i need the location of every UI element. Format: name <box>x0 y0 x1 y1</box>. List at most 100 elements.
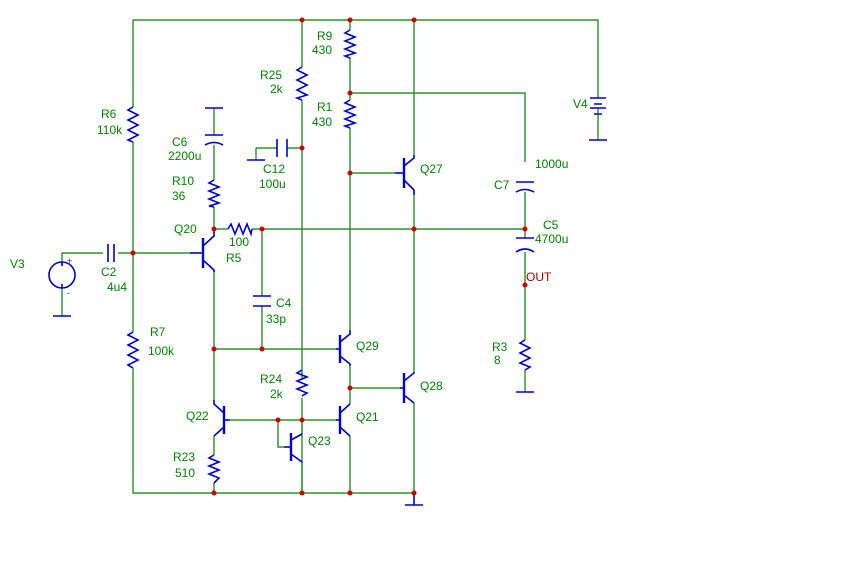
junction-dot <box>522 282 528 288</box>
label-r24-ref: R24 <box>260 372 282 386</box>
label-r24-value: 2k <box>270 387 284 401</box>
label-c6-ref: C6 <box>172 135 188 149</box>
label-v3-ref: V3 <box>10 257 25 271</box>
transistor-q29[interactable] <box>336 330 351 366</box>
resistor-r5[interactable] <box>227 221 253 237</box>
label-r1-ref: R1 <box>317 100 333 114</box>
label-c12-ref: C12 <box>263 162 285 176</box>
label-r6-ref: R6 <box>101 107 117 121</box>
junction-dot <box>275 417 281 423</box>
label-r3-value: 8 <box>494 353 501 367</box>
voltage-source-v3[interactable]: + - <box>48 256 76 298</box>
wire-input <box>61 252 190 262</box>
label-c5-ref: C5 <box>543 218 559 232</box>
ground-symbols <box>53 107 607 506</box>
capacitor-c6[interactable] <box>204 134 224 146</box>
junction-dot <box>411 17 417 23</box>
wire-c7-top <box>350 92 526 162</box>
label-c12-value: 100u <box>259 177 286 191</box>
label-r7-value: 100k <box>148 344 175 358</box>
label-v4-ref: V4 <box>573 97 588 111</box>
label-q28-ref: Q28 <box>420 379 443 393</box>
transistor-q28[interactable] <box>400 372 415 404</box>
junction-dot <box>299 490 305 496</box>
transistors <box>190 155 415 463</box>
capacitor-c4[interactable] <box>253 295 271 307</box>
wire-q23-base <box>277 420 284 448</box>
resistor-r25[interactable] <box>294 66 310 101</box>
junction-dot <box>299 145 305 151</box>
label-q22-ref: Q22 <box>186 409 209 423</box>
label-c6-value: 2200u <box>168 149 201 163</box>
resistor-r1[interactable] <box>342 99 358 129</box>
label-r3-ref: R3 <box>492 340 508 354</box>
label-r1-value: 430 <box>312 115 332 129</box>
junction-dot <box>411 490 417 496</box>
capacitor-c12[interactable] <box>276 139 288 157</box>
voltage-source-v4[interactable] <box>590 97 606 115</box>
resistor-r3[interactable] <box>518 339 532 371</box>
resistor-r23[interactable] <box>206 454 222 484</box>
label-r10-ref: R10 <box>172 174 194 188</box>
junction-dot <box>411 226 417 232</box>
resistor-r7[interactable] <box>126 331 140 369</box>
junction-dot <box>211 490 217 496</box>
junction-dot <box>347 90 353 96</box>
label-r23-value: 510 <box>175 466 195 480</box>
minus-sign: - <box>67 288 70 298</box>
junction-dot <box>299 417 305 423</box>
plus-sign: + <box>67 256 72 266</box>
resistor-r24[interactable] <box>294 369 310 397</box>
label-q23-ref: Q23 <box>308 434 331 448</box>
wires <box>61 19 599 494</box>
label-r5-value: 100 <box>229 235 249 249</box>
label-q27-ref: Q27 <box>420 162 443 176</box>
capacitors <box>107 134 535 307</box>
transistor-q23[interactable] <box>284 433 303 463</box>
net-label-out: OUT <box>526 270 552 284</box>
wire-top-rail <box>133 19 599 98</box>
wire-left-rail <box>132 20 415 494</box>
wire-q28-base <box>349 366 400 389</box>
label-q20-ref: Q20 <box>174 222 197 236</box>
label-r9-ref: R9 <box>317 29 333 43</box>
transistor-q22[interactable] <box>213 400 230 437</box>
label-r9-value: 430 <box>312 43 332 57</box>
junction-dot <box>522 226 528 232</box>
label-q29-ref: Q29 <box>356 339 379 353</box>
transistor-q20[interactable] <box>190 229 215 272</box>
capacitor-c2[interactable] <box>107 244 115 262</box>
label-c5-value: 4700u <box>535 232 568 246</box>
junction-dot <box>347 385 353 391</box>
capacitor-c7[interactable] <box>515 181 535 193</box>
junction-dot <box>347 490 353 496</box>
label-c4-value: 33p <box>266 312 286 326</box>
junction-dot <box>299 17 305 23</box>
label-c4-ref: C4 <box>276 296 292 310</box>
capacitor-c5[interactable] <box>515 237 535 253</box>
junction-dot <box>347 17 353 23</box>
junction-dot <box>347 170 353 176</box>
resistor-r10[interactable] <box>206 179 222 208</box>
label-r7-ref: R7 <box>150 325 166 339</box>
label-q21-ref: Q21 <box>356 410 379 424</box>
label-r5-ref: R5 <box>226 251 242 265</box>
label-r10-value: 36 <box>172 189 186 203</box>
junction-dot <box>211 226 217 232</box>
label-c2-ref: C2 <box>101 265 117 279</box>
transistor-q21[interactable] <box>336 403 351 437</box>
label-c7-value: 1000u <box>535 157 568 171</box>
junction-dot <box>211 346 217 352</box>
label-r6-value: 110k <box>97 123 123 137</box>
resistor-r6[interactable] <box>126 106 140 143</box>
transistor-q27[interactable] <box>395 155 415 195</box>
label-c2-value: 4u4 <box>107 280 127 294</box>
junction-dot <box>130 250 136 256</box>
component-labels: R9 430 R25 2k R1 430 R6 110k C6 2200u C1… <box>10 29 588 480</box>
label-r23-ref: R23 <box>173 450 195 464</box>
resistors <box>126 29 532 484</box>
resistor-r9[interactable] <box>342 29 358 59</box>
junction-dot <box>259 346 265 352</box>
junction-nodes <box>130 17 528 496</box>
